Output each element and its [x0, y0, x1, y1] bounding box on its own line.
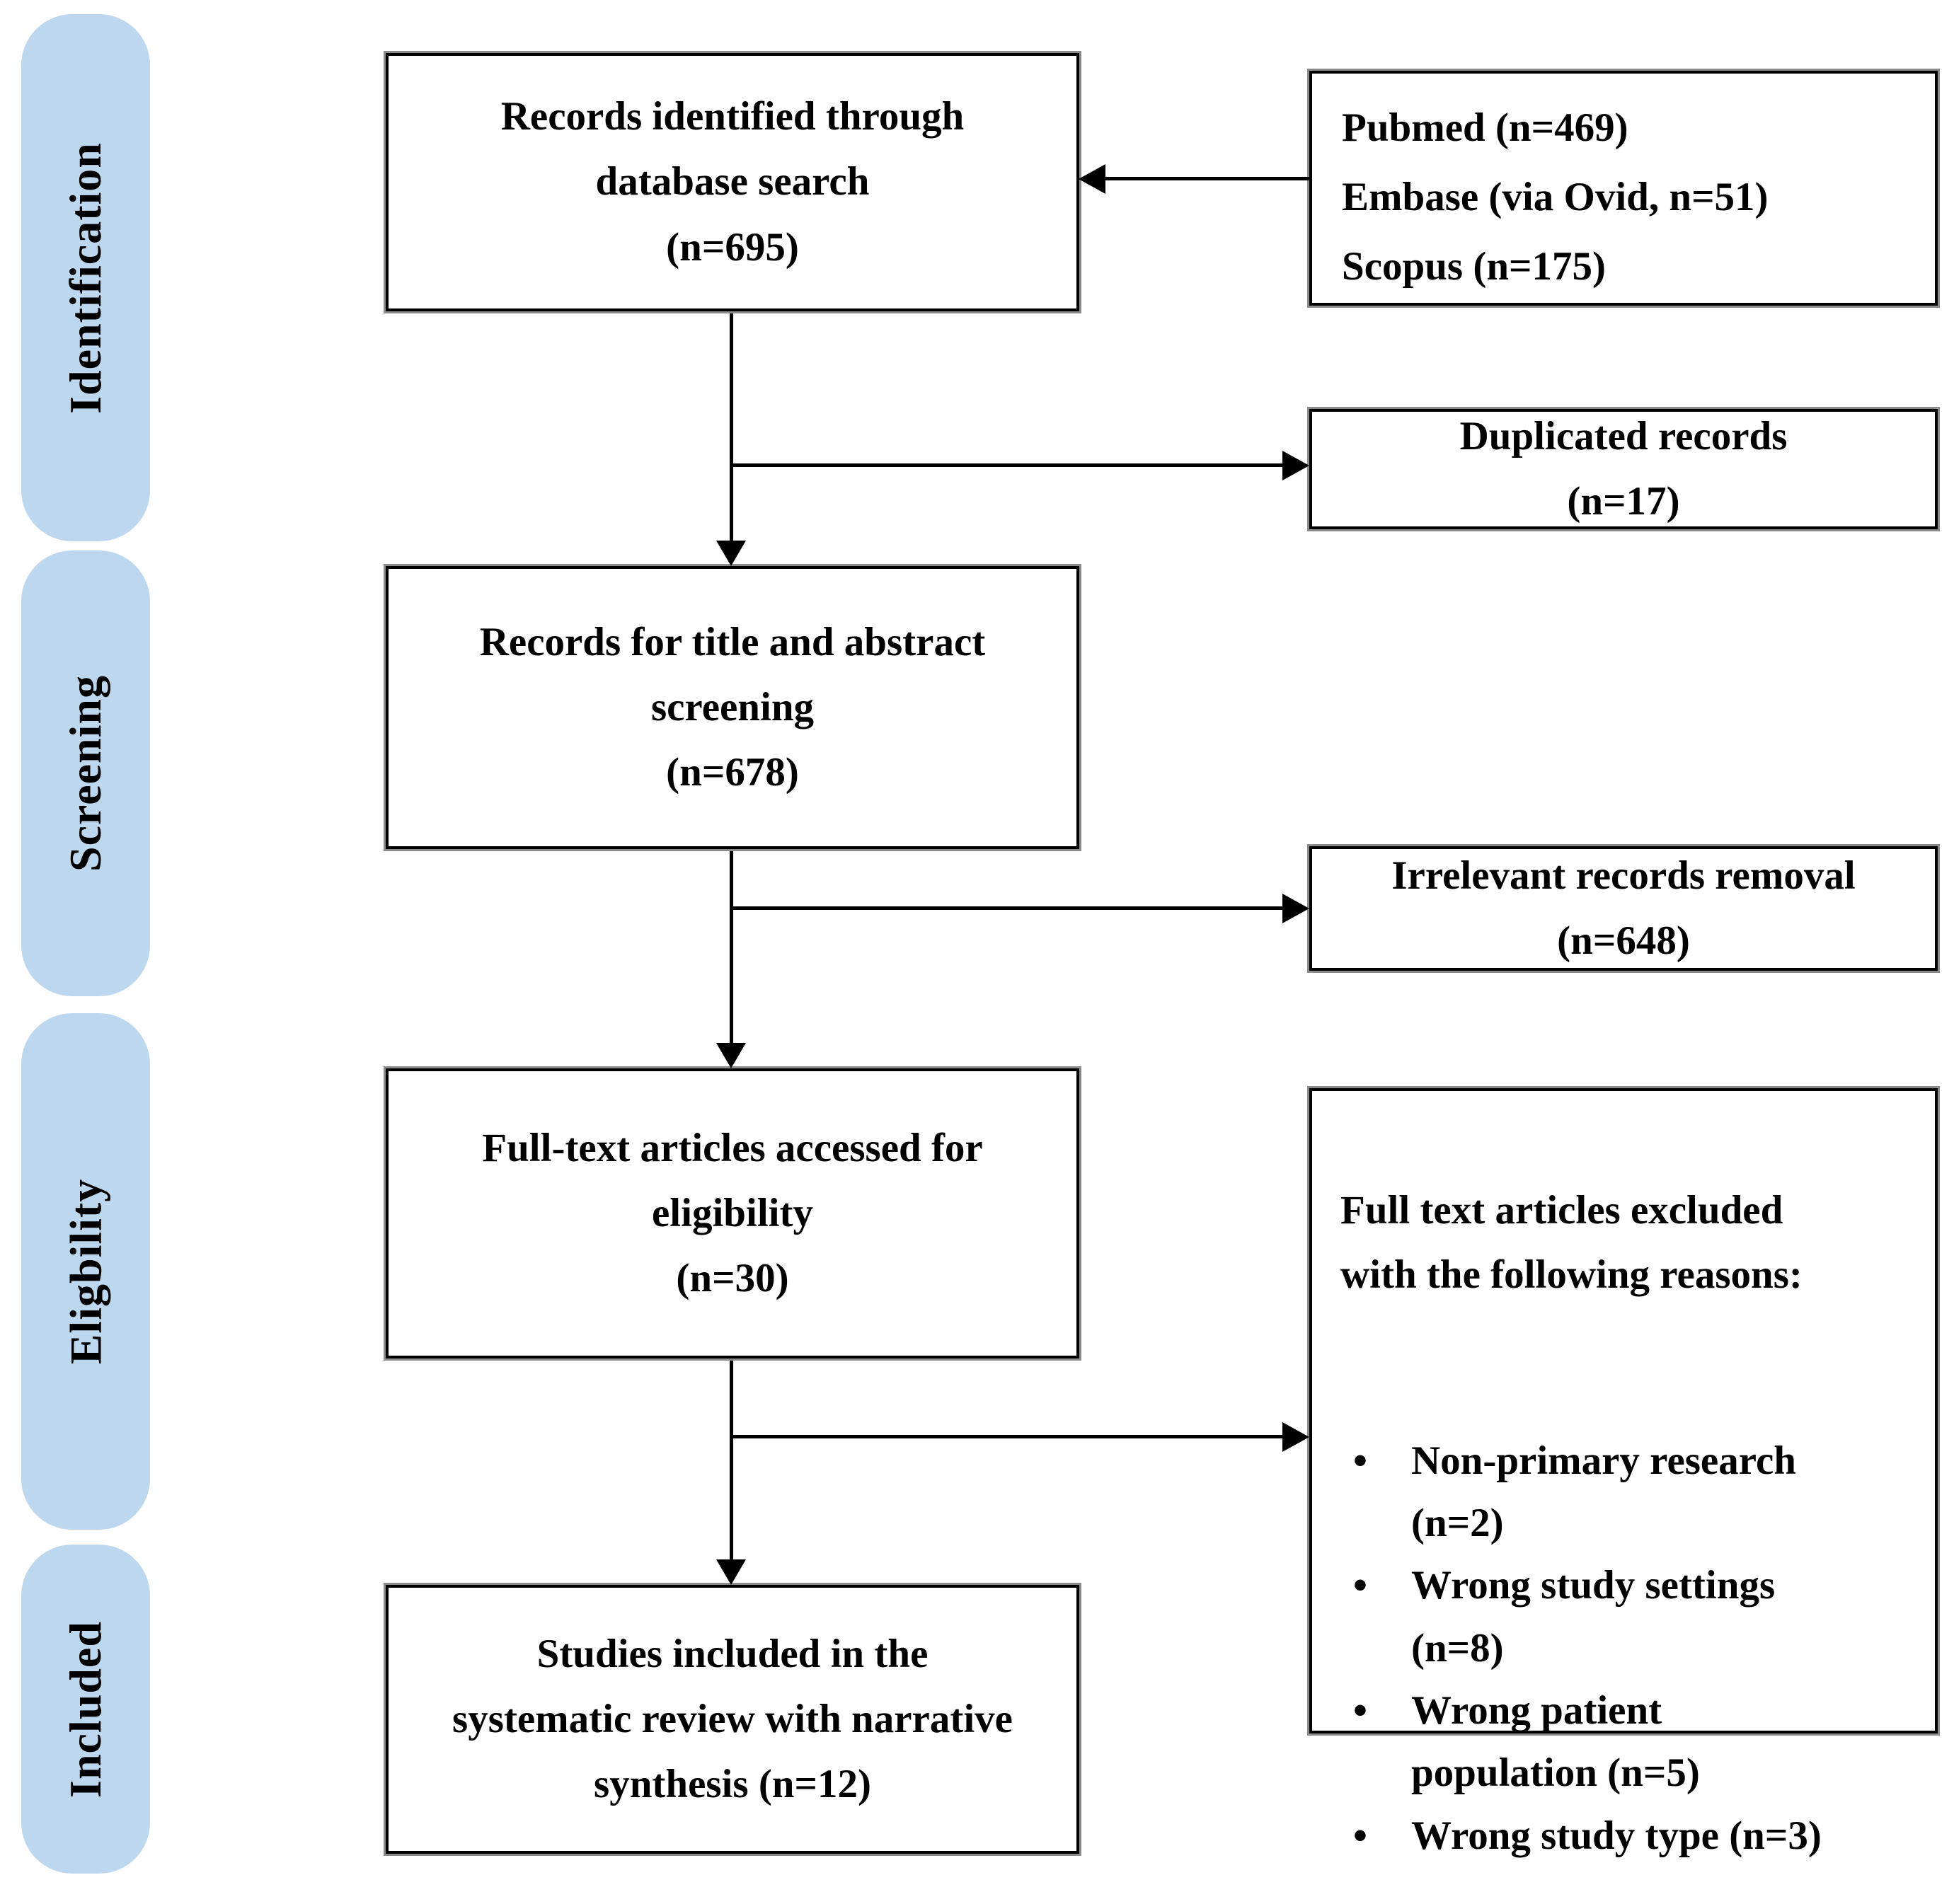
- flow-box-fulltext-eligibility: Full-text articles accessed for eligibil…: [384, 1066, 1081, 1361]
- stage-band-screening: Screening: [21, 550, 150, 996]
- stage-label-identification: Identification: [60, 142, 110, 414]
- side-box-duplicated-records: Duplicated records (n=17): [1307, 407, 1940, 531]
- arrow-line-to-duplicated: [730, 463, 1285, 467]
- arrowhead-right-icon: [1282, 894, 1309, 923]
- arrowhead-right-icon: [1282, 1422, 1309, 1452]
- arrowhead-down-icon: [716, 1043, 746, 1068]
- bullet-dot-icon: •: [1353, 1438, 1367, 1483]
- excluded-bullet-item: • Wrong study settings (n=8): [1340, 1554, 1917, 1680]
- stage-band-included: Included: [21, 1545, 150, 1874]
- arrow-line-identified-to-screening: [730, 313, 733, 545]
- excluded-reason-non-primary: Non-primary research (n=2): [1410, 1438, 1797, 1546]
- arrow-line-to-irrelevant: [730, 906, 1285, 910]
- flow-box-records-identified: Records identified through database sear…: [384, 51, 1081, 313]
- arrow-line-databases-to-identified: [1104, 177, 1309, 180]
- excluded-heading: Full text articles excluded with the fol…: [1340, 1188, 1803, 1298]
- arrowhead-right-icon: [1282, 451, 1309, 480]
- bullet-dot-icon: •: [1353, 1563, 1367, 1608]
- stage-label-eligibility: Eligbility: [60, 1178, 110, 1365]
- side-box-fulltext-excluded: Full text articles excluded with the fol…: [1307, 1086, 1940, 1858]
- arrowhead-left-icon: [1079, 164, 1105, 194]
- excluded-reason-wrong-settings: Wrong study settings (n=8): [1410, 1563, 1776, 1671]
- excluded-bullet-item: • Non-primary research (n=2): [1340, 1430, 1917, 1555]
- excluded-reason-wrong-population: Wrong patient population (n=5): [1410, 1688, 1700, 1796]
- stage-label-screening: Screening: [60, 674, 110, 872]
- flow-box-studies-included: Studies included in the systematic revie…: [384, 1583, 1081, 1856]
- flow-box-title-abstract-screening: Records for title and abstract screening…: [384, 564, 1081, 851]
- arrow-line-screening-to-eligibility: [730, 851, 733, 1044]
- arrowhead-down-icon: [716, 1559, 746, 1585]
- stage-label-included: Included: [60, 1620, 110, 1798]
- arrowhead-down-icon: [716, 541, 746, 566]
- bullet-dot-icon: •: [1353, 1813, 1367, 1858]
- excluded-bullet-item: • Wrong patient population (n=5): [1340, 1680, 1917, 1805]
- excluded-reason-wrong-type: Wrong study type (n=3): [1410, 1813, 1822, 1858]
- side-box-irrelevant-records: Irrelevant records removal (n=648): [1307, 844, 1940, 973]
- excluded-bullet-item: • Wrong study type (n=3): [1340, 1805, 1917, 1867]
- excluded-bullet-list: • Non-primary research (n=2) • Wrong stu…: [1340, 1430, 1917, 1867]
- bullet-dot-icon: •: [1353, 1688, 1367, 1733]
- arrow-line-eligibility-to-included: [730, 1361, 733, 1561]
- stage-band-eligibility: Eligbility: [21, 1013, 150, 1530]
- side-box-databases: Pubmed (n=469) Embase (via Ovid, n=51) S…: [1307, 69, 1940, 308]
- arrow-line-to-excluded: [730, 1435, 1285, 1438]
- stage-band-identification: Identification: [21, 14, 150, 541]
